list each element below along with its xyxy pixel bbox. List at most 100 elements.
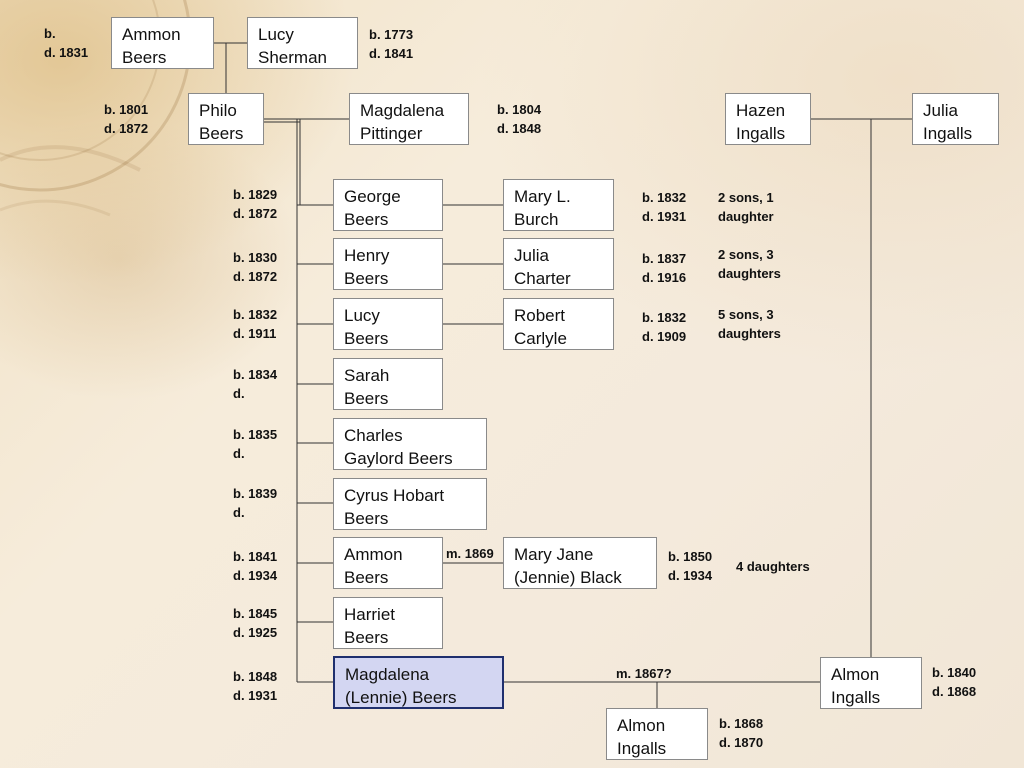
person-name-line: Robert <box>514 306 566 325</box>
death-date: d. 1934 <box>233 568 278 583</box>
children-count: 2 sons, 1 <box>718 190 774 205</box>
dates-harriet-beers: b. 1845 d. 1925 <box>233 604 277 642</box>
death-date: d. 1868 <box>932 684 977 699</box>
death-date: d. 1831 <box>44 45 89 60</box>
person-name-line: Charles <box>344 426 403 445</box>
dates-george-beers: b. 1829 d. 1872 <box>233 185 277 223</box>
birth-date: b. 1839 <box>233 486 278 501</box>
person-name-line: Philo <box>199 101 237 120</box>
person-sarah-beers: Sarah Beers <box>333 358 443 410</box>
death-date: d. 1916 <box>642 270 687 285</box>
person-almon-ingalls-sr: Almon Ingalls <box>820 657 922 709</box>
person-lucy-beers: Lucy Beers <box>333 298 443 350</box>
death-date: d. <box>233 505 245 520</box>
dates-lucy-sherman: b. 1773 d. 1841 <box>369 25 413 63</box>
birth-date: b. 1868 <box>719 716 764 731</box>
person-name-line: Ingalls <box>736 124 786 143</box>
dates-henry-beers: b. 1830 d. 1872 <box>233 248 277 286</box>
person-name-line: Mary L. <box>514 187 571 206</box>
marriage-date: m. 1869 <box>446 546 494 561</box>
person-name-line: Sherman <box>258 48 327 67</box>
dates-magdalena-pittinger: b. 1804 d. 1848 <box>497 100 541 138</box>
death-date: d. 1934 <box>668 568 713 583</box>
birth-date: b. 1830 <box>233 250 278 265</box>
dates-ammon-beers-sr: b. d. 1831 <box>44 24 88 62</box>
birth-date: b. 1801 <box>104 102 149 117</box>
dates-almon-ingalls-jr: b. 1868 d. 1870 <box>719 714 763 752</box>
person-name-line: Ammon <box>344 545 403 564</box>
dates-philo-beers: b. 1801 d. 1872 <box>104 100 148 138</box>
children-ammon-mary: 4 daughters <box>736 557 810 576</box>
death-date: d. 1872 <box>233 269 278 284</box>
children-count: 4 daughters <box>736 559 810 574</box>
person-name-line: Beers <box>199 124 244 143</box>
person-name-line: Julia <box>514 246 549 265</box>
person-name-line: Julia <box>923 101 958 120</box>
marriage-date: m. 1867? <box>616 666 672 681</box>
dates-sarah-beers: b. 1834 d. <box>233 365 277 403</box>
person-name-line: Harriet <box>344 605 396 624</box>
person-magdalena-lennie-beers: Magdalena (Lennie) Beers <box>333 656 504 709</box>
death-date: d. 1931 <box>642 209 687 224</box>
birth-date: b. 1832 <box>642 190 687 205</box>
birth-date: b. 1804 <box>497 102 542 117</box>
death-date: d. 1911 <box>233 326 277 341</box>
person-ammon-beers-jr: Ammon Beers <box>333 537 443 589</box>
person-name-line: Almon <box>831 665 880 684</box>
birth-date: b. 1848 <box>233 669 278 684</box>
birth-date: b. 1773 <box>369 27 414 42</box>
children-count: daughters <box>718 266 781 281</box>
death-date: d. 1909 <box>642 329 687 344</box>
children-count: daughters <box>718 326 781 341</box>
children-count: 2 sons, 3 <box>718 247 774 262</box>
person-name-line: (Lennie) Beers <box>345 688 457 707</box>
person-name-line: Mary Jane <box>514 545 594 564</box>
birth-date: b. 1832 <box>233 307 278 322</box>
person-name-line: Carlyle <box>514 329 567 348</box>
death-date: d. 1848 <box>497 121 542 136</box>
person-almon-ingalls-jr: Almon Ingalls <box>606 708 708 760</box>
children-henry-julia: 2 sons, 3 daughters <box>718 245 781 283</box>
person-name-line: Beers <box>344 628 389 647</box>
person-robert-carlyle: Robert Carlyle <box>503 298 614 350</box>
person-henry-beers: Henry Beers <box>333 238 443 290</box>
death-date: d. 1931 <box>233 688 278 703</box>
dates-mary-jane-black: b. 1850 d. 1934 <box>668 547 712 585</box>
person-name-line: Almon <box>617 716 666 735</box>
death-date: d. <box>233 446 245 461</box>
person-name-line: Magdalena <box>345 665 430 684</box>
person-name-line: Magdalena <box>360 101 445 120</box>
marriage-date-ammon-mary: m. 1869 <box>446 544 494 563</box>
person-hazen-ingalls: Hazen Ingalls <box>725 93 811 145</box>
birth-date: b. 1834 <box>233 367 278 382</box>
death-date: d. 1872 <box>233 206 278 221</box>
person-name-line: Pittinger <box>360 124 423 143</box>
person-name-line: Lucy <box>344 306 380 325</box>
person-julia-charter: Julia Charter <box>503 238 614 290</box>
person-name-line: Henry <box>344 246 390 265</box>
dates-ammon-beers-jr: b. 1841 d. 1934 <box>233 547 277 585</box>
birth-date: b. 1837 <box>642 251 687 266</box>
person-name-line: Gaylord Beers <box>344 449 453 468</box>
marriage-date-lennie-almon: m. 1867? <box>616 664 672 683</box>
person-mary-jane-black: Mary Jane (Jennie) Black <box>503 537 657 589</box>
person-magdalena-pittinger: Magdalena Pittinger <box>349 93 469 145</box>
birth-date: b. 1840 <box>932 665 977 680</box>
dates-magdalena-lennie-beers: b. 1848 d. 1931 <box>233 667 277 705</box>
person-philo-beers: Philo Beers <box>188 93 264 145</box>
person-name-line: Ingalls <box>923 124 973 143</box>
person-cyrus-hobart-beers: Cyrus Hobart Beers <box>333 478 487 530</box>
birth-date: b. 1832 <box>642 310 687 325</box>
person-name-line: Beers <box>344 329 389 348</box>
person-name-line: Hazen <box>736 101 786 120</box>
children-count: 5 sons, 3 <box>718 307 774 322</box>
children-lucy-robert: 5 sons, 3 daughters <box>718 305 781 343</box>
person-name-line: Ingalls <box>831 688 881 707</box>
person-charles-gaylord-beers: Charles Gaylord Beers <box>333 418 487 470</box>
person-name-line: (Jennie) Black <box>514 568 622 587</box>
person-name-line: Beers <box>344 509 389 528</box>
dates-robert-carlyle: b. 1832 d. 1909 <box>642 308 686 346</box>
birth-date: b. 1845 <box>233 606 278 621</box>
person-name-line: George <box>344 187 401 206</box>
